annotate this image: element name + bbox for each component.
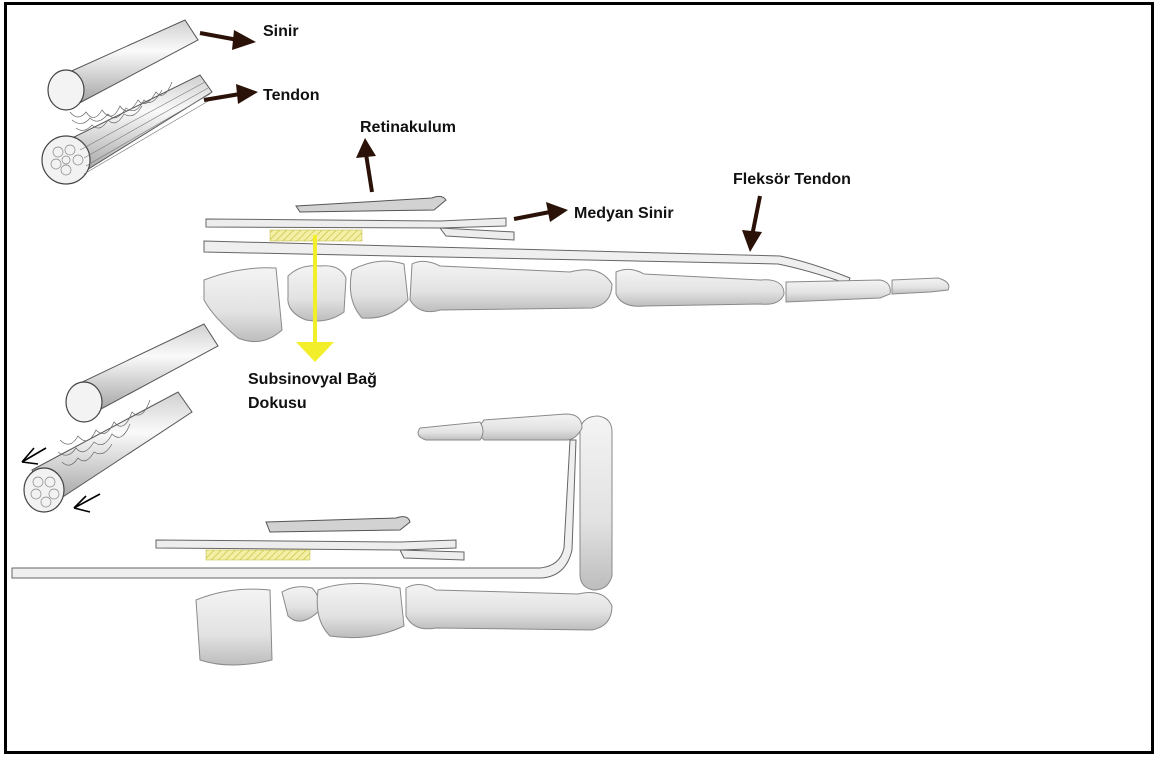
arrow-to-fleksor-tendon [742, 196, 762, 252]
arrow-to-retinakulum [356, 138, 376, 192]
inset-nerve-tendon-bottom [22, 324, 218, 512]
arrow-to-sinir [200, 30, 256, 50]
label-subsinovyal-line2: Dokusu [248, 394, 307, 414]
label-retinakulum: Retinakulum [360, 118, 456, 138]
label-subsinovyal-line1: Subsinovyal Bağ [248, 370, 377, 390]
label-fleksor-tendon: Fleksör Tendon [733, 170, 851, 190]
arrow-to-medyan-sinir [514, 202, 568, 222]
label-tendon: Tendon [263, 86, 320, 106]
label-medyan-sinir: Medyan Sinir [574, 204, 674, 224]
label-sinir: Sinir [263, 22, 299, 42]
arrow-to-tendon [204, 84, 258, 104]
inset-nerve-tendon-top [42, 20, 212, 184]
